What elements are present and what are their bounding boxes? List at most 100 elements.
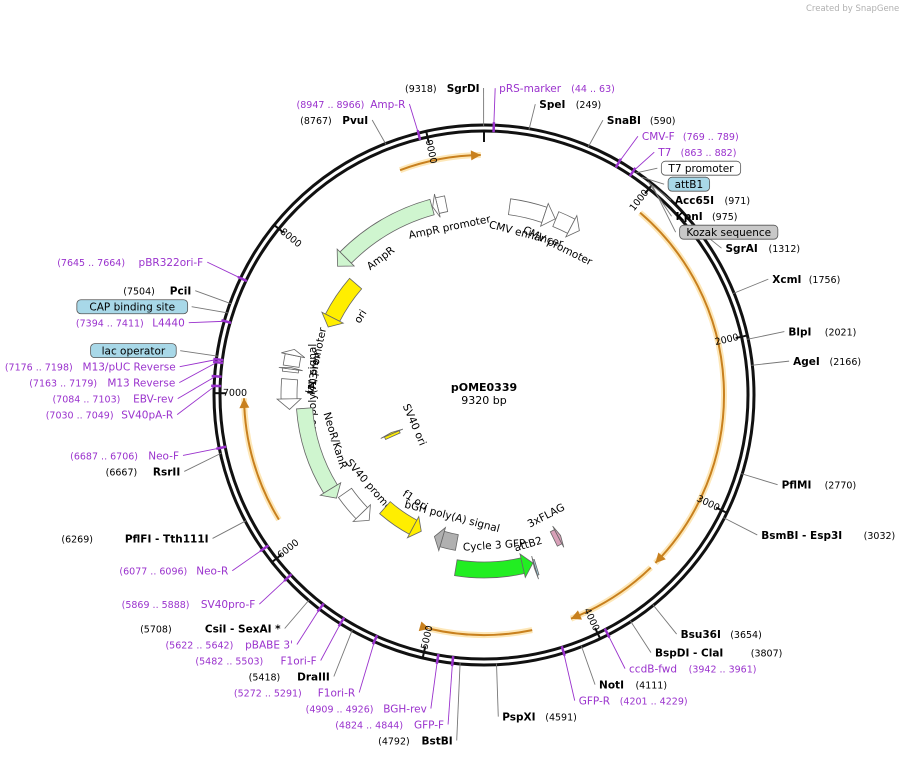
label-leader xyxy=(456,662,461,741)
feature-box-kozak-sequence[interactable]: Kozak sequence xyxy=(679,224,779,240)
primer-mark xyxy=(628,167,637,177)
site-coord: (2770) xyxy=(825,481,857,492)
primer-coord: (4824 .. 4844) xyxy=(335,721,403,732)
feature-arrowhead xyxy=(432,193,441,218)
site-coord: (7504) xyxy=(123,287,155,298)
site-snabi[interactable]: SnaBI(590) xyxy=(607,115,676,127)
label-leader xyxy=(652,604,677,635)
site-pspxi[interactable]: PspXI(4591) xyxy=(502,712,577,724)
primer-cmv-f[interactable]: CMV-F (769 .. 789) xyxy=(642,131,739,143)
feature-box-label: T7 promoter xyxy=(667,163,734,175)
site-coord: (4792) xyxy=(378,737,410,748)
feature-arrowhead xyxy=(519,553,534,579)
primer-neo-r[interactable]: Neo-R(6077 .. 6096) xyxy=(119,566,228,578)
primer-prs-marker[interactable]: pRS-marker(44 .. 63) xyxy=(499,83,615,95)
site-blpi[interactable]: BlpI (2021) xyxy=(788,327,856,339)
label-leader xyxy=(320,622,342,661)
site-name: DraIII xyxy=(297,672,330,684)
feature-box-lac-operator[interactable]: lac operator xyxy=(90,343,177,359)
primer-ebv-rev[interactable]: EBV-rev(7084 .. 7103) xyxy=(52,394,173,406)
label-leader xyxy=(447,662,453,725)
primer-amp-r[interactable]: Amp-R(8947 .. 8966) xyxy=(297,99,406,111)
site-pvui[interactable]: PvuI(8767) xyxy=(300,115,368,127)
orf-arrowhead xyxy=(655,552,666,563)
feature-box-attb1[interactable]: attB1 xyxy=(667,176,711,192)
label-leader xyxy=(284,599,310,629)
primer-neo-f[interactable]: Neo-F(6687 .. 6706) xyxy=(70,450,179,462)
feature-box-label: lac operator xyxy=(102,346,166,358)
site-bsu36i[interactable]: Bsu36I(3654) xyxy=(681,629,762,641)
primer-l4440[interactable]: L4440(7394 .. 7411) xyxy=(76,318,185,330)
primer-f1ori-r[interactable]: F1ori-R(5272 .. 5291) xyxy=(234,688,355,700)
label-leader xyxy=(629,620,652,653)
tick-label: 8000 xyxy=(278,226,304,250)
site-xcmi[interactable]: XcmI(1756) xyxy=(772,274,840,286)
label-leader xyxy=(607,633,626,669)
primer-sv40pro-f[interactable]: SV40pro-F(5869 .. 5888) xyxy=(122,599,256,611)
label-leader xyxy=(358,640,376,693)
site-spei[interactable]: SpeI(249) xyxy=(539,99,601,111)
primer-pbr322ori-f[interactable]: pBR322ori-F (7645 .. 7664) xyxy=(57,257,203,269)
site-bspdi-clai[interactable]: BspDI - ClaI(3807) xyxy=(655,648,782,660)
site-sgrai[interactable]: SgrAI(1312) xyxy=(725,243,800,255)
site-rsrii[interactable]: RsrII(6667) xyxy=(106,466,181,478)
primer-gfp-r[interactable]: GFP-R(4201 .. 4229) xyxy=(579,696,688,708)
site-csii-sexai[interactable]: CsiI - SexAI *(5708) xyxy=(140,624,281,636)
orf-arrowhead xyxy=(470,150,481,161)
primer-sv40pa-r[interactable]: SV40pA-R(7030 .. 7049) xyxy=(46,410,173,422)
site-kpni[interactable]: KpnI(975) xyxy=(676,211,738,223)
feature-label-cycle-3-gfp: Cycle 3 GFP xyxy=(463,538,526,554)
primer-gfp-f[interactable]: GFP-F(4824 .. 4844) xyxy=(335,720,444,732)
site-pcii[interactable]: PciI(7504) xyxy=(123,286,191,298)
site-noti[interactable]: NotI(4111) xyxy=(599,680,667,692)
primer-coord: (7645 .. 7664) xyxy=(57,258,125,269)
primer-f1ori-f[interactable]: F1ori-F(5482 .. 5503) xyxy=(195,656,316,668)
orf-glow xyxy=(241,398,282,522)
site-acc65i[interactable]: Acc65I(971) xyxy=(675,195,750,207)
primer-name: CMV-F xyxy=(642,131,675,143)
feature-box-bg xyxy=(660,160,742,176)
site-sgrdi[interactable]: SgrDI(9318) xyxy=(405,83,480,95)
site-bstbi[interactable]: BstBI(4792) xyxy=(378,736,453,748)
orf-arc xyxy=(429,627,533,636)
site-name: BspDI - ClaI xyxy=(655,648,723,660)
feature-box-t7-promoter[interactable]: T7 promoter xyxy=(660,160,742,176)
site-name: BlpI xyxy=(788,327,811,339)
primer-t7[interactable]: T7(863 .. 882) xyxy=(657,147,736,159)
primer-coord: (769 .. 789) xyxy=(683,132,739,143)
site-name: PvuI xyxy=(342,115,368,127)
primer-name: pBR322ori-F xyxy=(139,257,204,269)
primer-name: F1ori-F xyxy=(280,656,316,668)
site-coord: (2166) xyxy=(830,357,862,368)
primer-name: EBV-rev xyxy=(133,394,174,406)
label-leader xyxy=(371,119,387,145)
label-leader xyxy=(493,88,496,127)
primer-bgh-rev[interactable]: BGH-rev(4909 .. 4926) xyxy=(306,704,427,716)
label-leader xyxy=(618,135,639,163)
site-agei[interactable]: AgeI(2166) xyxy=(793,356,861,368)
primer-name: SV40pro-F xyxy=(201,599,255,611)
site-pflfi-tth111i[interactable]: PflFI - Tth111I(6269) xyxy=(61,533,208,545)
primer-m13-puc-reverse[interactable]: M13/pUC Reverse(7176 .. 7198) xyxy=(5,362,176,374)
orf-arrowhead xyxy=(570,610,582,620)
plasmid-name: pOME0339 xyxy=(451,381,517,394)
site-bsmbi-esp3i[interactable]: BsmBI - Esp3I(3032) xyxy=(761,530,895,542)
feature-box-cap-binding-site[interactable]: CAP binding site xyxy=(76,299,189,315)
feature-arrowhead xyxy=(531,555,539,580)
primer-pbabe-3[interactable]: pBABE 3'(5622 .. 5642) xyxy=(165,640,292,652)
label-leader xyxy=(587,119,604,148)
primer-coord: (7163 .. 7179) xyxy=(29,379,97,390)
label-leader xyxy=(182,447,221,456)
tick-mark xyxy=(715,506,728,514)
feature-box-bg xyxy=(679,224,779,240)
label-leader xyxy=(741,473,778,486)
primer-ccdb-fwd[interactable]: ccdB-fwd(3942 .. 3961) xyxy=(629,664,756,676)
site-coord: (6269) xyxy=(61,534,93,545)
site-draiii[interactable]: DraIII (5418) xyxy=(249,672,330,684)
primer-m13-reverse[interactable]: M13 Reverse(7163 .. 7179) xyxy=(29,378,175,390)
site-coord: (5418) xyxy=(249,673,281,684)
site-coord: (2021) xyxy=(825,328,857,339)
site-pflmi[interactable]: PflMI(2770) xyxy=(782,480,857,492)
feature-label-ampr: AmpR xyxy=(365,244,397,272)
site-name: SpeI xyxy=(539,99,565,111)
